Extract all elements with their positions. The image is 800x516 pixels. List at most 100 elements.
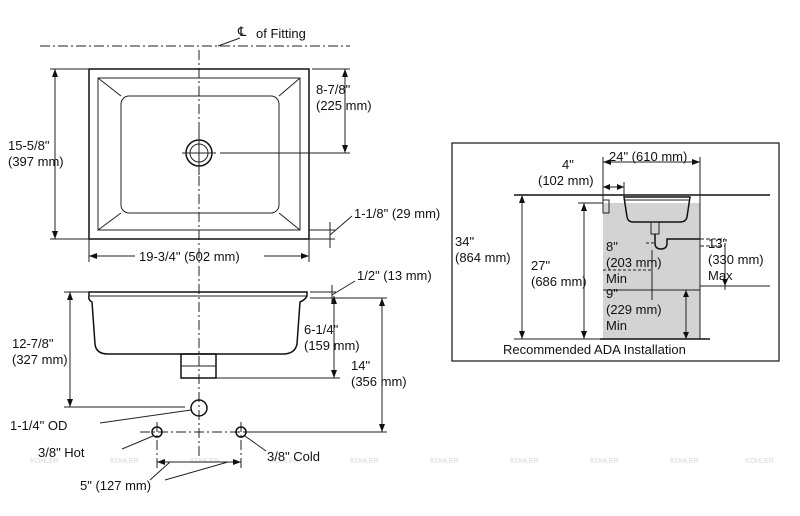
- offset-mm: (102 mm): [538, 173, 594, 188]
- depth-inches: 8-7/8": [316, 82, 351, 97]
- side-view: 1/2" (13 mm) 12-7/8" (327 mm) 6-1/4" (15…: [12, 268, 432, 433]
- rim-height-mm: (864 mm): [455, 250, 511, 265]
- arrowhead: [581, 203, 587, 211]
- length-mm: (397 mm): [8, 154, 64, 169]
- watermark: KOHLER: [350, 458, 379, 465]
- trap-inches: 13": [708, 236, 727, 251]
- arrowhead: [683, 290, 689, 297]
- watermark: KOHLER: [510, 458, 539, 465]
- trap-max: Max: [708, 268, 733, 283]
- length-inches: 15-5/8": [8, 138, 50, 153]
- centerline-symbol: ℄: [237, 24, 247, 39]
- height-mm: (356 mm): [351, 374, 407, 389]
- ada-p-trap: [654, 234, 700, 250]
- counter-edge: [602, 195, 610, 214]
- arrowhead: [617, 184, 624, 190]
- sink-outer-rim: [88, 68, 310, 240]
- top-view: ℄ of Fitting 8-7/8" (225 mm) 15-5: [8, 24, 440, 458]
- arrowhead: [692, 159, 700, 165]
- arrowhead: [519, 331, 525, 339]
- ada-sink-bowl: [623, 196, 691, 223]
- arrowhead: [67, 292, 73, 300]
- bowl-corner-line: [278, 77, 301, 97]
- arrowhead: [157, 459, 165, 465]
- rim-height-inches: 34": [455, 234, 474, 249]
- watermark: KOHLER: [430, 458, 459, 465]
- knee-height-mm: (686 mm): [531, 274, 587, 289]
- arrowhead: [519, 195, 525, 203]
- drain-label: 1-1/4" OD: [10, 418, 67, 433]
- cold-leader: [244, 435, 267, 452]
- arrowhead: [52, 231, 58, 239]
- spacing-leader: [164, 461, 229, 481]
- arrowhead: [331, 370, 337, 378]
- sink-profile: [88, 291, 308, 355]
- spacing-leader: [149, 461, 171, 481]
- bowl-corner-line: [97, 77, 122, 97]
- knee-depth-inches: 8": [606, 239, 618, 254]
- drain-leader: [99, 409, 192, 424]
- rim-label: 1-1/8" (29 mm): [354, 206, 440, 221]
- bowl-depth-mm: (159 mm): [304, 338, 360, 353]
- bowl-depth-inches: 6-1/4": [304, 322, 339, 337]
- ada-installation-panel: 24" (610 mm) 4" (102 mm) 34" (864 mm) 27…: [451, 142, 780, 362]
- arrowhead: [233, 459, 241, 465]
- hot-leader: [121, 435, 154, 450]
- arrowhead: [331, 296, 337, 304]
- width-label: 19-3/4" (502 mm): [139, 249, 240, 264]
- arrowhead: [89, 253, 97, 259]
- toe-height-mm: (229 mm): [606, 302, 662, 317]
- centerline-label: of Fitting: [256, 26, 306, 41]
- bowl-corner-line: [278, 212, 301, 231]
- bowl-inches: 12-7/8": [12, 336, 54, 351]
- cold-label: 3/8" Cold: [267, 449, 320, 464]
- sink-bowl: [120, 95, 280, 214]
- watermark: KOHLER: [745, 458, 774, 465]
- arrowhead: [379, 424, 385, 432]
- watermark-row: KOHLER KOHLER KOHLER KOHLER KOHLER KOHLE…: [30, 458, 774, 465]
- hot-label: 3/8" Hot: [38, 445, 85, 460]
- arrowhead: [67, 399, 73, 407]
- arrowhead: [683, 332, 689, 339]
- watermark: KOHLER: [270, 458, 299, 465]
- lip-leader: [331, 280, 356, 296]
- hot-supply-icon: [151, 426, 163, 438]
- counter-depth-label: 24" (610 mm): [609, 149, 687, 164]
- arrowhead: [52, 69, 58, 77]
- arrowhead: [301, 253, 309, 259]
- lip-label: 1/2" (13 mm): [357, 268, 432, 283]
- watermark: KOHLER: [30, 458, 59, 465]
- watermark: KOHLER: [670, 458, 699, 465]
- drain-outlet-icon: [190, 399, 208, 417]
- ada-caption: Recommended ADA Installation: [503, 342, 686, 357]
- knee-depth-min: Min: [606, 271, 627, 286]
- arrowhead: [379, 298, 385, 306]
- arrowhead: [581, 331, 587, 339]
- spacing-label: 5" (127 mm): [80, 478, 151, 493]
- arrowhead: [603, 159, 611, 165]
- bowl-mm: (327 mm): [12, 352, 68, 367]
- arrowhead: [603, 184, 610, 190]
- toe-height-inches: 9": [606, 286, 618, 301]
- arrowhead: [342, 145, 348, 153]
- offset-inches: 4": [562, 157, 574, 172]
- depth-mm: (225 mm): [316, 98, 372, 113]
- bowl-corner-line: [97, 212, 122, 231]
- rim-leader: [329, 215, 353, 236]
- height-inches: 14": [351, 358, 370, 373]
- toe-height-min: Min: [606, 318, 627, 333]
- trap-mm: (330 mm): [708, 252, 764, 267]
- drain-icon: [182, 130, 216, 175]
- knee-profile: [603, 203, 700, 339]
- knee-depth-mm: (203 mm): [606, 255, 662, 270]
- watermark: KOHLER: [110, 458, 139, 465]
- centerline-leader: [217, 37, 241, 47]
- cold-supply-icon: [235, 426, 247, 438]
- arrowhead: [722, 279, 728, 286]
- knee-height-inches: 27": [531, 258, 550, 273]
- supply-layout: 1-1/4" OD 3/8" Hot 3/8" Cold 5" (127 mm): [10, 399, 320, 493]
- watermark: KOHLER: [590, 458, 619, 465]
- arrowhead: [342, 69, 348, 77]
